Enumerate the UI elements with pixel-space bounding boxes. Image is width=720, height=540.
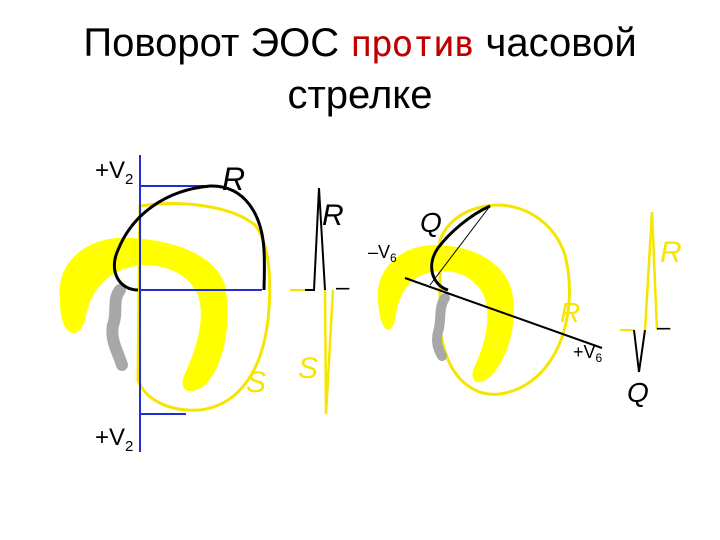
label-v6-plus: +V6	[573, 342, 603, 365]
left-ecg-r-wave	[304, 187, 326, 291]
left-heart-muscle	[59, 237, 228, 392]
right-heart-diagram: Q –V6 R +V6	[368, 203, 603, 396]
label-s-left-ecg: S	[298, 352, 318, 385]
label-v2-top: +V2	[95, 157, 133, 188]
left-heart-diagram: +V2 +V2 R S	[59, 155, 272, 455]
label-r-left-heart: R	[222, 161, 245, 197]
right-heart-outline	[438, 203, 571, 396]
right-ecg-q-wave	[633, 329, 646, 373]
label-q-right-heart: Q	[420, 207, 442, 238]
label-minus-left: –	[336, 274, 350, 301]
label-minus-right: –	[657, 314, 671, 341]
title-line-2: стрелке	[287, 73, 433, 117]
label-v2-bottom: +V2	[95, 424, 133, 455]
label-r-right-ecg: R	[660, 236, 682, 269]
right-ecg-r-wave	[643, 211, 659, 331]
left-ecg-complex: – R S	[290, 187, 350, 415]
right-axis-v6	[404, 277, 603, 349]
right-q-vector-loop	[430, 204, 491, 292]
title-part-2-highlight: против	[350, 24, 475, 65]
right-ecg-complex: – R Q	[620, 211, 682, 408]
right-projection-line	[429, 205, 491, 286]
label-r-left-ecg: R	[322, 199, 344, 232]
title-part-1: Поворот ЭОС	[83, 21, 340, 65]
left-heart-outline	[136, 202, 272, 412]
label-r-right-heart: R	[560, 297, 580, 328]
right-heart-muscle	[377, 245, 514, 383]
right-heart-septum	[432, 293, 450, 361]
left-r-vector-loop	[112, 184, 266, 292]
left-heart-septum	[106, 284, 128, 371]
label-v6-minus: –V6	[368, 242, 397, 265]
label-s-left-heart: S	[246, 366, 266, 399]
slide-title: Поворот ЭОС против часовой стрелке	[0, 18, 720, 120]
left-ecg-s-wave	[323, 289, 335, 415]
title-part-3: часовой	[485, 21, 637, 65]
label-q-right-ecg: Q	[627, 377, 649, 408]
